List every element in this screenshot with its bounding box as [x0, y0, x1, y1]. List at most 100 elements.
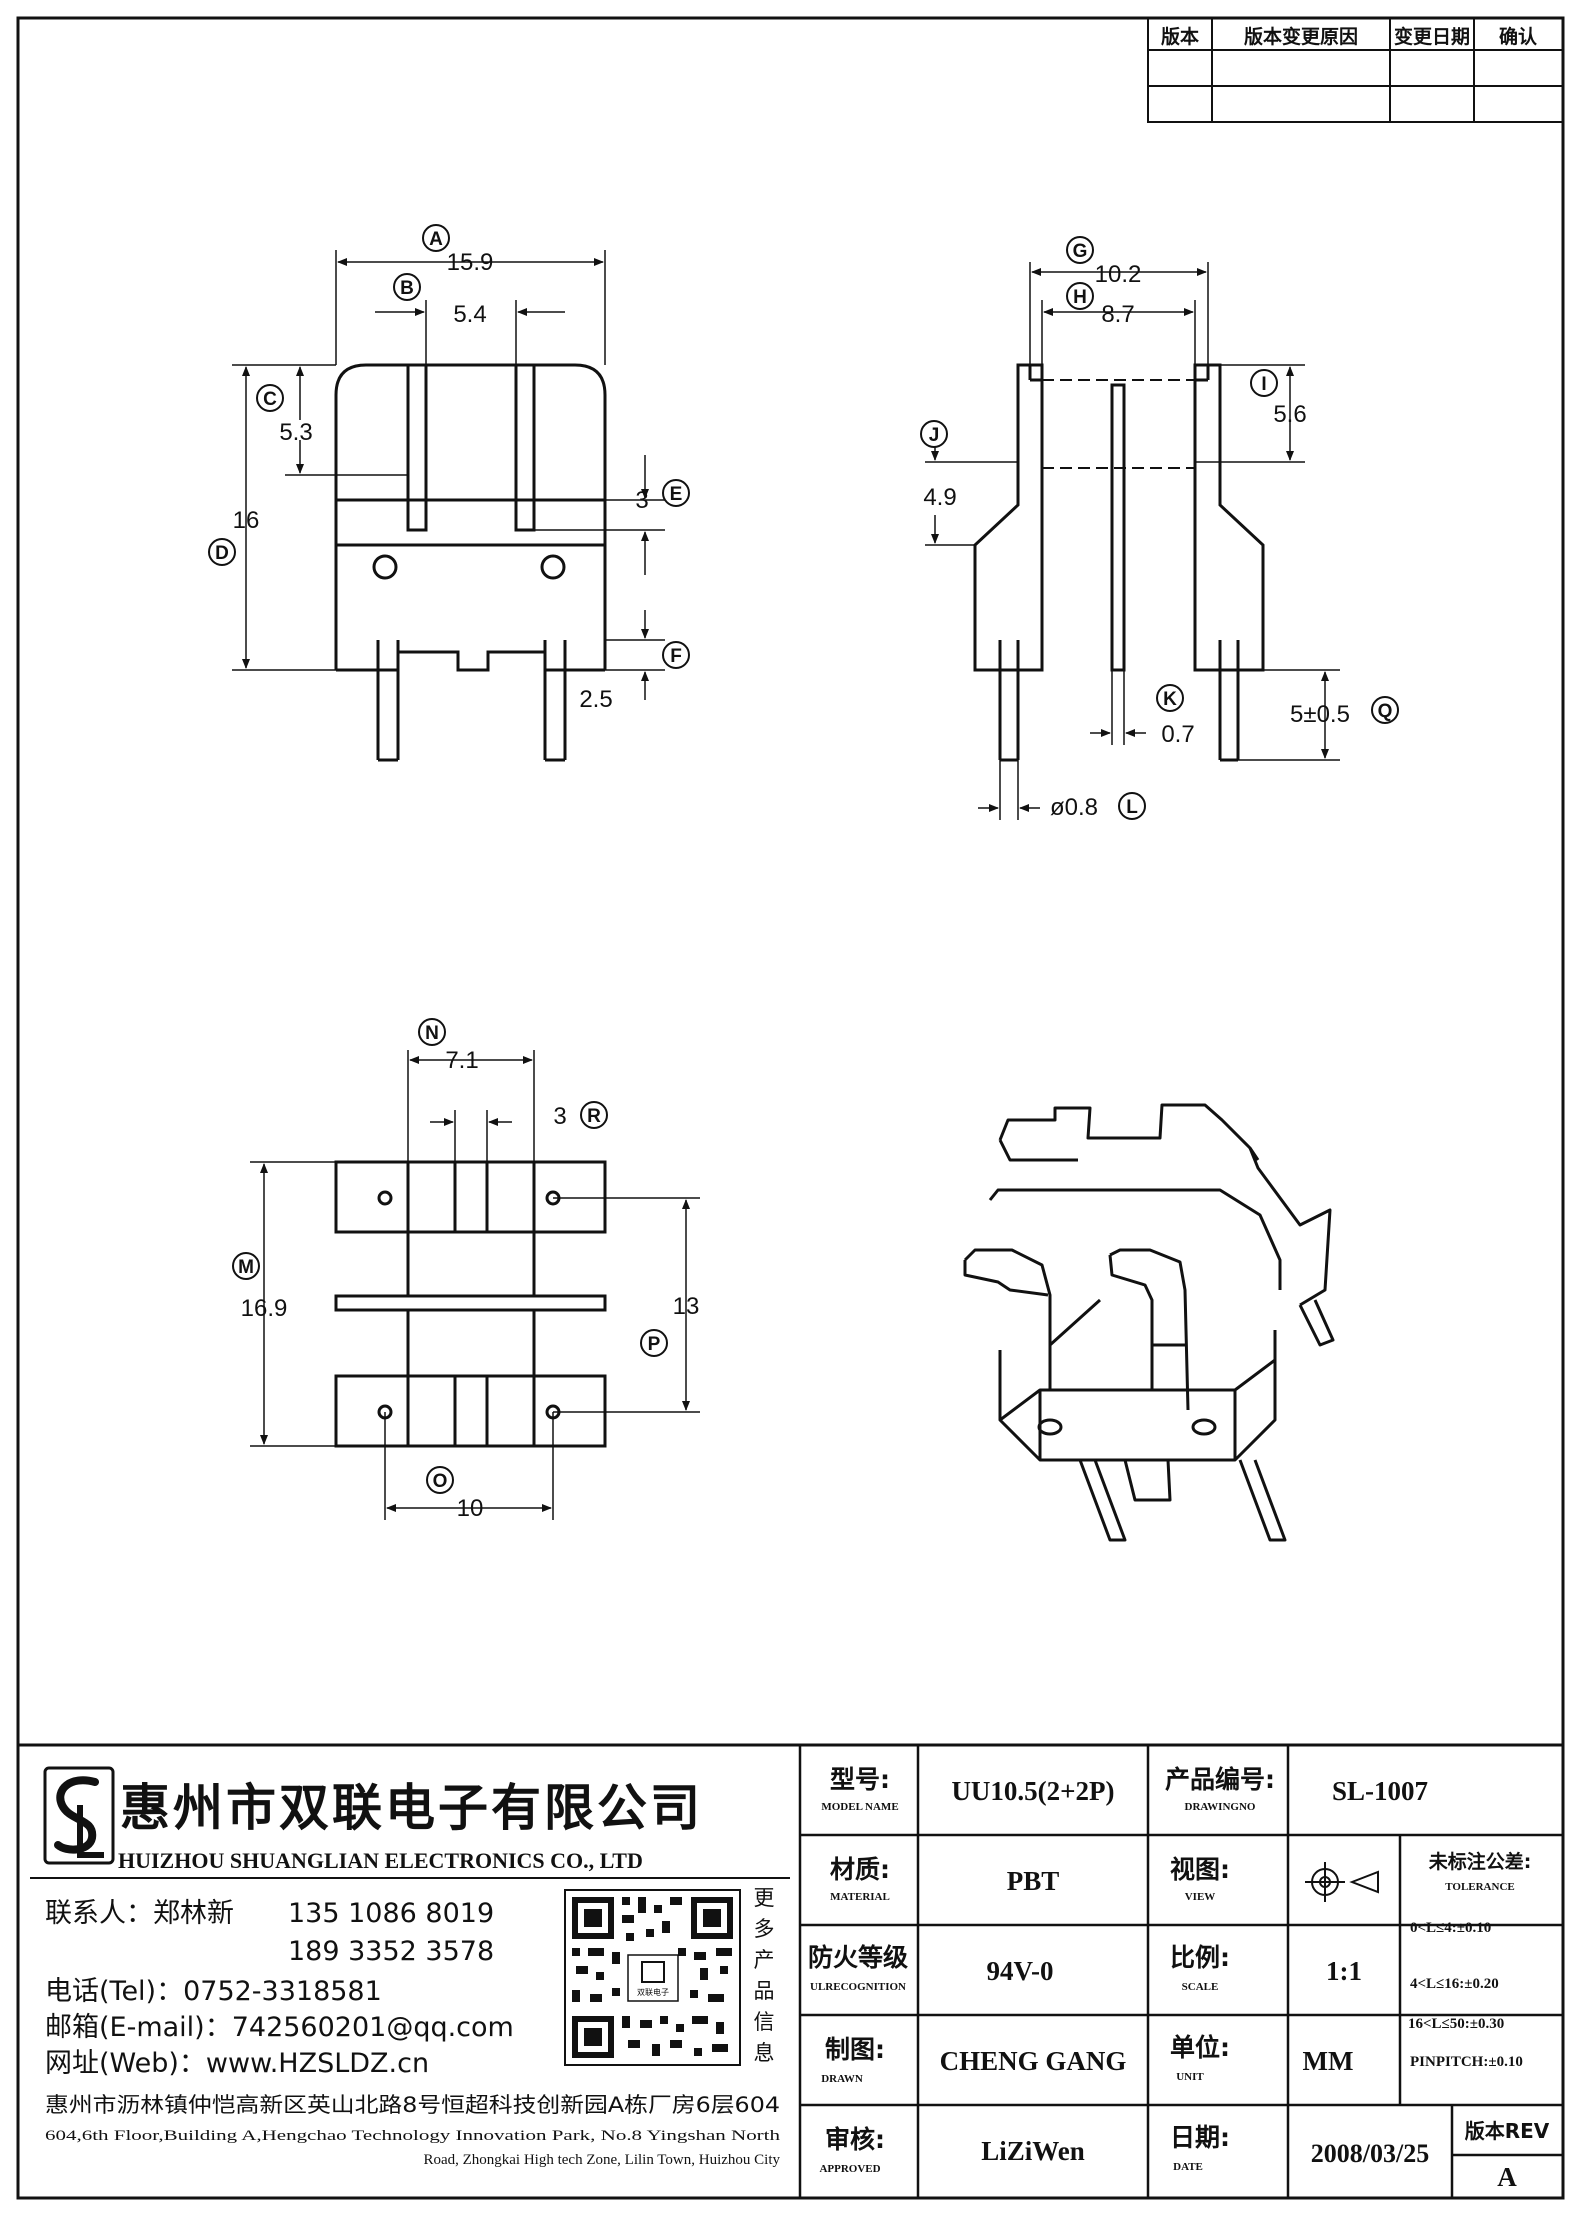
dim-f: 2.5: [579, 686, 612, 713]
tolerance-row-2: 4<L≤16:±0.20: [1410, 1976, 1499, 1992]
bubble-e: E: [670, 484, 683, 505]
tolerance-row-1: 0<L≤4:±0.10: [1410, 1920, 1491, 1936]
model-sub: MODEL NAME: [821, 1801, 898, 1813]
model-value: UU10.5(2+2P): [951, 1776, 1114, 1806]
dim-l: ø0.8: [1050, 794, 1098, 821]
bubble-g: G: [1073, 241, 1088, 262]
dim-n: 7.1: [445, 1047, 478, 1074]
drawn-sub: DRAWN: [821, 2073, 863, 2085]
dim-h: 8.7: [1101, 301, 1134, 328]
side-view: [973, 363, 1265, 762]
dim-j: 4.9: [923, 484, 956, 511]
dim-b: 5.4: [453, 301, 486, 328]
side-view-bubbles: [920, 236, 1399, 820]
contact-phone-1: 135 1086 8019: [288, 1898, 494, 1929]
dim-i: 5.6: [1273, 401, 1306, 428]
tolerance-sub: TOLERANCE: [1445, 1881, 1514, 1893]
company-name-cn: 惠州市双联电子有限公司: [120, 1778, 703, 1837]
company-name-en: HUIZHOU SHUANGLIAN ELECTRONICS CO., LTD: [118, 1848, 643, 1873]
bottom-view-dimensions: [250, 1050, 700, 1520]
dim-c: 5.3: [279, 419, 312, 446]
qr-side-4: 品: [754, 1979, 775, 2003]
flame-sub: ULRECOGNITION: [810, 1981, 906, 1993]
revision-table: [1147, 17, 1564, 123]
dim-p: 13: [673, 1293, 700, 1320]
approved-sub: APPROVED: [819, 2163, 880, 2175]
bubble-o: O: [433, 1471, 448, 1492]
address-en-2: Road, Zhongkai High tech Zone, Lilin Tow…: [423, 2152, 780, 2168]
rev-header-reason: 版本变更原因: [1244, 25, 1358, 48]
date-label: 日期:: [1170, 2123, 1230, 2152]
company-logo-icon: [43, 1766, 115, 1865]
rev-label: 版本REV: [1465, 2119, 1550, 2143]
projection-symbol-icon: [1305, 1862, 1379, 1902]
unit-value: MM: [1303, 2046, 1354, 2076]
bottom-view: [334, 1160, 607, 1448]
scale-sub: SCALE: [1182, 1981, 1219, 1993]
dim-r: 3: [553, 1103, 566, 1130]
view-label: 视图:: [1170, 1855, 1230, 1884]
bubble-k: K: [1163, 689, 1177, 710]
drawingno-value: SL-1007: [1332, 1776, 1428, 1806]
dim-m: 16.9: [241, 1295, 288, 1322]
contact-phone-2: 189 3352 3578: [288, 1936, 494, 1967]
bubble-a: A: [429, 229, 443, 250]
rev-header-date: 变更日期: [1394, 25, 1470, 48]
model-label: 型号:: [830, 1765, 890, 1794]
dim-q: 5±0.5: [1290, 701, 1350, 728]
scale-label: 比例:: [1170, 1943, 1230, 1972]
front-view-bubbles: [208, 224, 690, 669]
bubble-b: B: [400, 278, 414, 299]
contact-email: 邮箱(E-mail)：742560201@qq.com: [45, 2012, 514, 2043]
rev-header-confirm: 确认: [1499, 25, 1537, 48]
material-value: PBT: [1007, 1866, 1060, 1896]
drawingno-label: 产品编号:: [1165, 1765, 1275, 1794]
qr-side-6: 息: [754, 2041, 775, 2065]
bubble-m: M: [238, 1257, 254, 1278]
bubble-l: L: [1126, 797, 1138, 818]
address-en-1: 604,6th Floor,Building A,Hengchao Techno…: [45, 2128, 781, 2144]
title-block-grid: [798, 1745, 1563, 2198]
view-sub: VIEW: [1185, 1891, 1216, 1903]
date-value: 2008/03/25: [1311, 2139, 1429, 2168]
contact-web: 网址(Web)：www.HZSLDZ.cn: [45, 2048, 429, 2079]
side-view-dimensions: [925, 262, 1340, 820]
tolerance-row-4: PINPITCH:±0.10: [1410, 2054, 1523, 2070]
bubble-d: D: [215, 543, 229, 564]
front-view-dimensions: [232, 250, 665, 700]
bubble-j: J: [929, 425, 940, 446]
bubble-h: H: [1073, 287, 1087, 308]
bubble-p: P: [648, 1334, 661, 1355]
tolerance-label: 未标注公差:: [1428, 1850, 1532, 1873]
contact-tel: 电话(Tel)：0752-3318581: [45, 1976, 382, 2007]
scale-value: 1:1: [1326, 1956, 1362, 1986]
approved-label: 审核:: [825, 2125, 885, 2154]
bubble-n: N: [425, 1023, 439, 1044]
sheet-border: [16, 16, 1565, 2200]
qr-side-5: 信: [754, 2010, 775, 2034]
approved-value: LiZiWen: [981, 2136, 1085, 2166]
bubble-c: C: [263, 389, 277, 410]
front-view: [334, 363, 607, 762]
dim-e: 3: [635, 487, 648, 514]
isometric-view: [963, 1103, 1335, 1542]
material-label: 材质:: [830, 1855, 890, 1884]
drawn-value: CHENG GANG: [940, 2046, 1127, 2076]
flame-label: 防火等级: [808, 1943, 908, 1972]
date-sub: DATE: [1173, 2161, 1203, 2173]
dim-d: 16: [233, 507, 260, 534]
rev-value: A: [1497, 2162, 1517, 2192]
qr-side-3: 产: [754, 1948, 775, 1972]
qr-code-icon: [564, 1889, 741, 2066]
bubble-f: F: [670, 646, 682, 667]
qr-side-2: 多: [754, 1917, 775, 1941]
flame-value: 94V-0: [987, 1956, 1054, 1986]
qr-side-1: 更: [754, 1886, 775, 1910]
drawn-label: 制图:: [825, 2035, 885, 2064]
bubble-r: R: [587, 1106, 601, 1127]
unit-label: 单位:: [1170, 2033, 1230, 2062]
dim-a: 15.9: [447, 249, 494, 276]
rev-header-version: 版本: [1161, 25, 1199, 48]
bottom-view-bubbles: [232, 1018, 668, 1494]
contact-person: 联系人：郑林新: [45, 1898, 234, 1929]
